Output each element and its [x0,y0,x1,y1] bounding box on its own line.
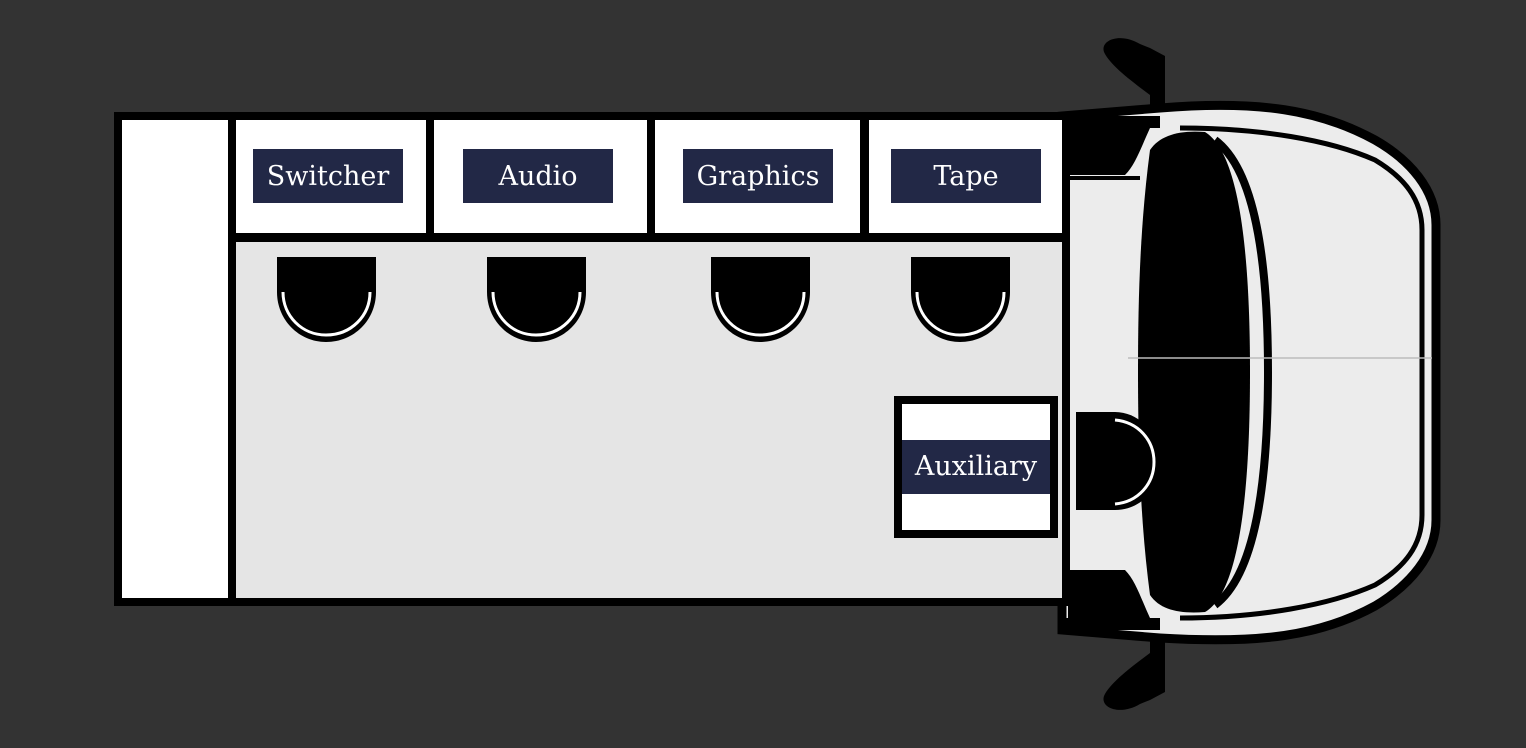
chair-tape [911,257,1010,342]
pillar-bottom [1062,618,1160,630]
door-top [1068,128,1150,175]
chair-audio [487,257,586,342]
label-bg [683,149,833,203]
desk-graphics[interactable]: Graphics [655,120,860,233]
label-bg [891,149,1041,203]
station-label-audio: Audio [497,161,577,192]
desk-audio[interactable]: Audio [434,120,647,233]
driver-seat-arc [1114,418,1156,506]
pillar-top [1062,116,1160,128]
label-bg [902,440,1050,494]
desk-auxiliary[interactable]: Auxiliary [894,396,1058,538]
cab [1057,38,1441,710]
station-label-auxiliary: Auxiliary [914,451,1038,482]
desk-switcher[interactable]: Switcher [236,120,426,233]
rear-storage [122,120,228,598]
cab-hood-line [1179,125,1425,621]
mirror-bottom [1103,603,1165,710]
chair-graphics [711,257,810,342]
door-bottom [1068,570,1150,618]
windshield-trim [1212,136,1273,609]
label-bg [253,149,403,203]
desk-tape[interactable]: Tape [869,120,1062,233]
mirror-top [1103,38,1165,145]
label-bg [463,149,613,203]
cab-step-top [1068,176,1140,180]
windshield [1138,131,1250,613]
station-label-tape: Tape [933,161,998,192]
station-label-switcher: Switcher [267,161,390,192]
chair-switcher [277,257,376,342]
station-label-graphics: Graphics [697,161,820,192]
driver-seat [1076,412,1160,510]
